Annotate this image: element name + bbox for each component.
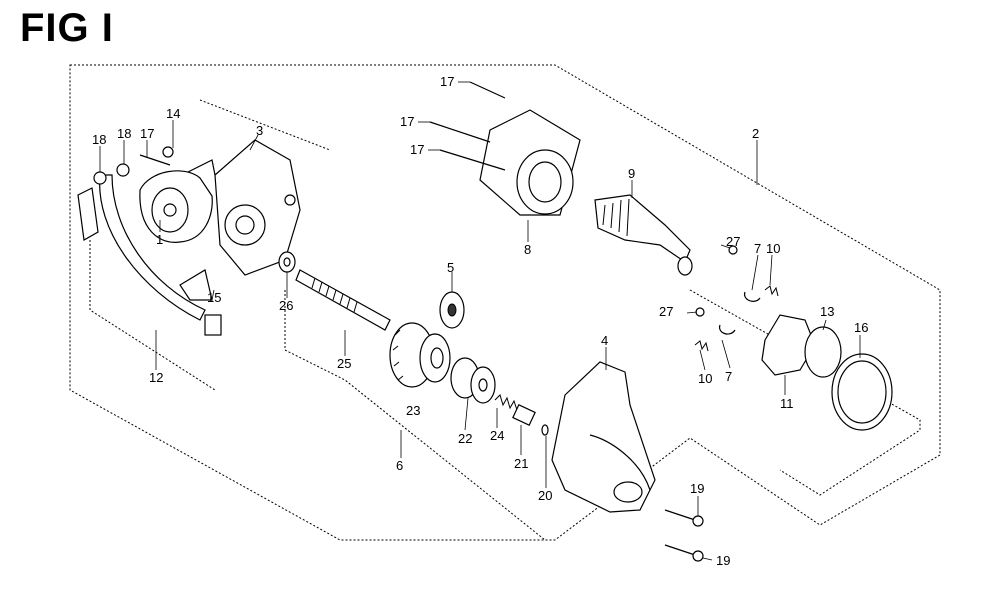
part-clip-20 [541,424,549,436]
part-bolt-17d [139,154,171,166]
callout-19a: 19 [690,481,704,496]
callout-15: 15 [207,290,221,305]
callout-20: 20 [538,488,552,503]
callout-7b: 7 [725,369,732,384]
callout-6: 6 [396,458,403,473]
part-spring-10a [764,285,779,297]
part-shaft-25 [295,269,391,331]
callout-18b: 18 [117,126,131,141]
part-bolt-27a [728,245,738,255]
part-bolt-17a [469,81,506,99]
part-bolt-17c [439,149,506,171]
part-nut-18b [116,163,130,177]
part-terminal-boot [77,187,99,241]
callout-1: 1 [156,232,163,247]
callout-27b: 27 [659,304,673,319]
part-insulator-13 [804,326,842,378]
part-solenoid-body [139,159,219,243]
part-housing-4 [551,361,656,513]
part-bracket-strap [99,174,206,321]
part-spring-24 [494,394,518,411]
callout-21: 21 [514,456,528,471]
part-bolt-19a [664,509,696,521]
cover-frame [199,99,331,151]
callout-14: 14 [166,106,180,121]
leader-lines [99,81,861,561]
part-pinion-5 [439,291,465,329]
callout-7a: 7 [754,241,761,256]
figure-title: FIG I [20,6,114,50]
callout-12: 12 [149,370,163,385]
callout-17b: 17 [440,74,454,89]
part-spring-10b [694,340,709,352]
part-gear-23 [389,322,451,388]
callout-17d: 17 [410,142,424,157]
callout-24: 24 [490,428,504,443]
callout-27a: 27 [726,234,740,249]
part-connector [204,314,222,336]
bracket-frame [89,240,216,391]
callout-13: 13 [820,304,834,319]
callout-10b: 10 [698,371,712,386]
part-collar-21 [512,404,536,426]
callout-17c: 17 [400,114,414,129]
part-bolt-27b [695,307,705,317]
starter-assembly-frame [69,64,941,541]
part-bolt-14 [162,146,174,158]
callout-11: 11 [780,396,794,411]
part-yoke-8 [479,109,581,216]
callout-5: 5 [447,260,454,275]
callout-23: 23 [406,403,420,418]
part-clip-7b [718,324,736,335]
callout-19b: 19 [716,553,730,568]
callout-26: 26 [279,298,293,313]
callout-18a: 18 [92,132,106,147]
part-armature-9 [594,194,693,276]
callout-2: 2 [752,126,759,141]
part-nut-18a [93,171,107,185]
callout-9: 9 [628,166,635,181]
part-clip-7a [743,291,761,302]
callout-25: 25 [337,356,351,371]
part-end-cover [214,139,301,276]
callout-8: 8 [524,242,531,257]
part-pinion-22 [450,357,496,404]
callout-10a: 10 [766,241,780,256]
callout-4: 4 [601,333,608,348]
callout-labels: 1 2 3 4 5 6 7 7 8 9 10 10 11 12 13 14 15… [92,74,868,568]
reduction-gear-frame [284,290,546,541]
callout-3: 3 [256,123,263,138]
callout-17a: 17 [140,126,154,141]
part-bolt-19b [664,544,696,556]
callout-22: 22 [458,431,472,446]
callout-16: 16 [854,320,868,335]
part-bolt-17b [429,121,491,143]
